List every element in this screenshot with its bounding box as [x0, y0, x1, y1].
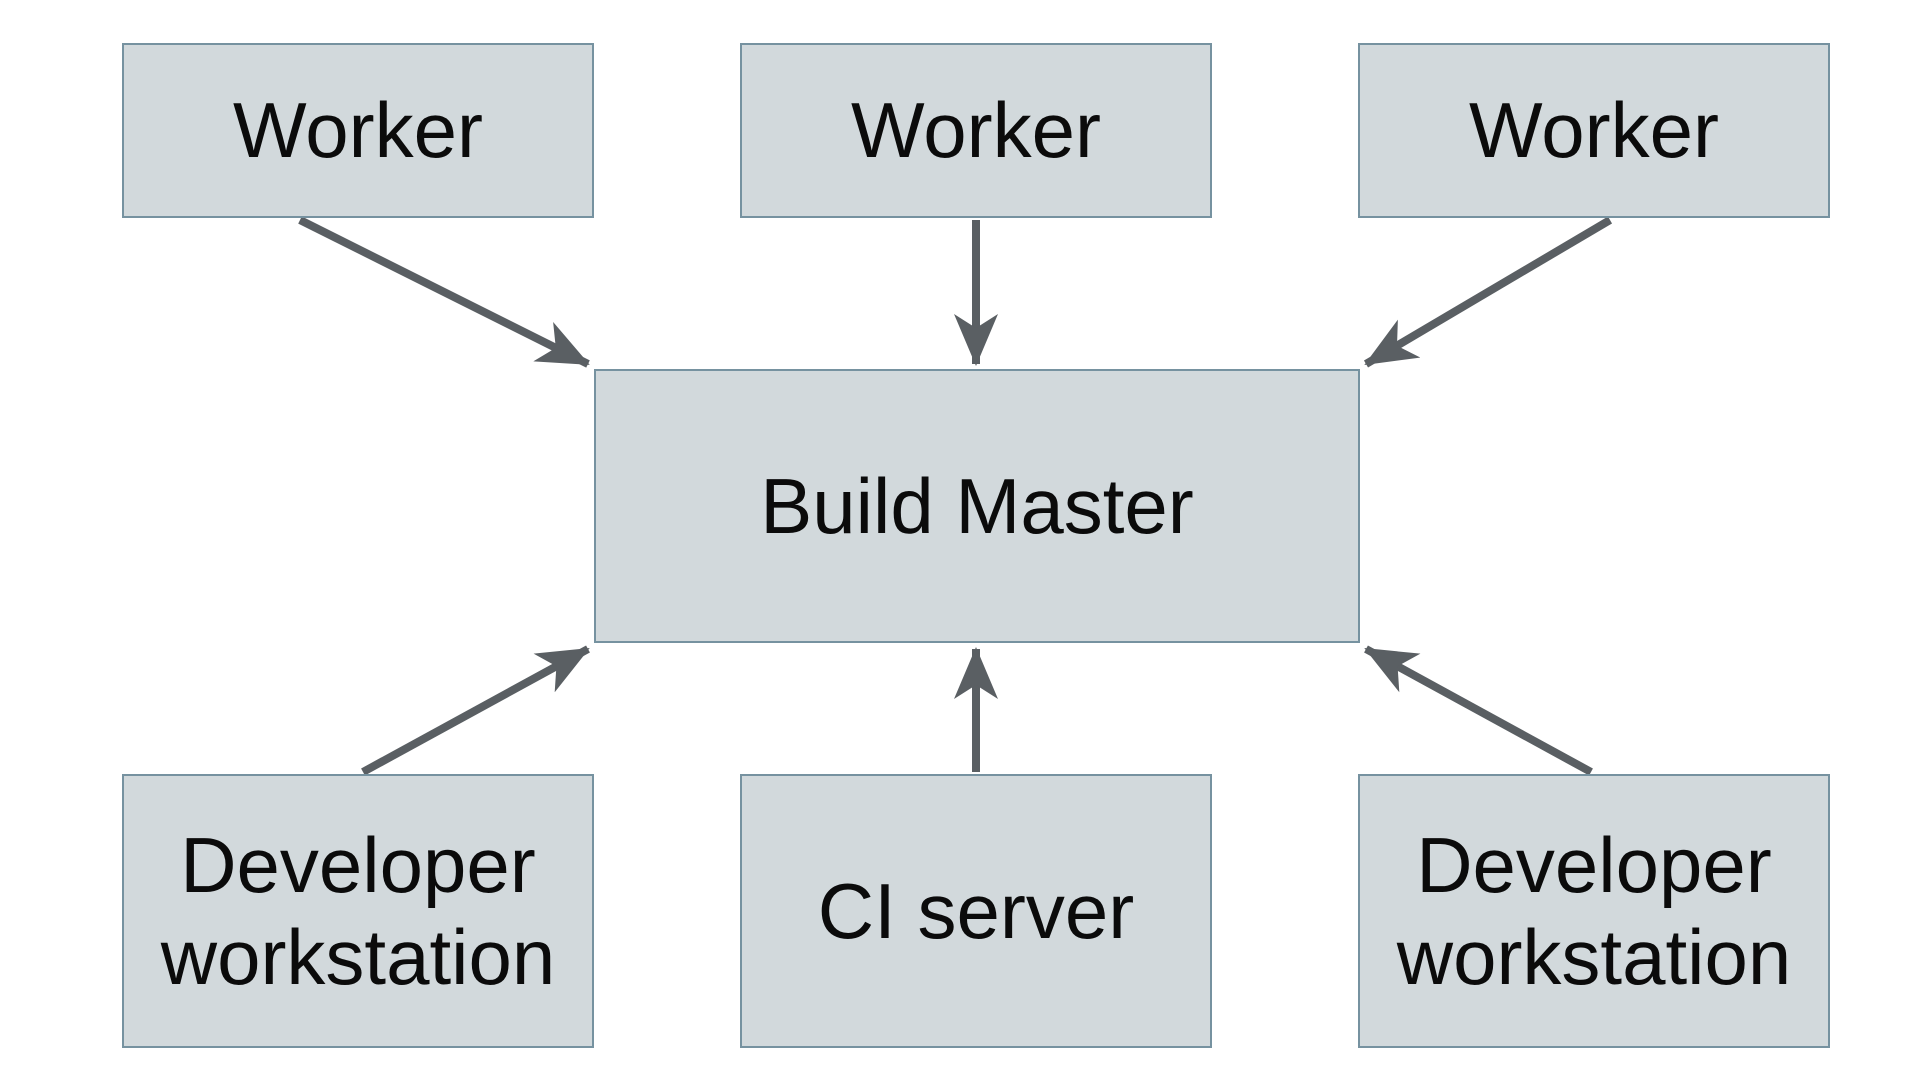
arrow-devworkstation2-to-buildmaster [1364, 645, 1593, 776]
node-developer-workstation-2: Developer workstation [1358, 774, 1830, 1048]
node-worker-2: Worker [740, 43, 1212, 218]
node-worker-1: Worker [122, 43, 594, 218]
node-ci-server-label: CI server [817, 866, 1135, 955]
node-worker-3-label: Worker [1469, 86, 1719, 175]
node-developer-workstation-2-label: Developer workstation [1396, 820, 1792, 1001]
arrow-devworkstation1-to-buildmaster [361, 645, 590, 776]
node-developer-workstation-1: Developer workstation [122, 774, 594, 1048]
node-worker-1-label: Worker [233, 86, 483, 175]
node-worker-2-label: Worker [851, 86, 1101, 175]
arrow-worker3-to-buildmaster [1363, 216, 1613, 368]
node-worker-3: Worker [1358, 43, 1830, 218]
node-ci-server: CI server [740, 774, 1212, 1048]
node-developer-workstation-1-label: Developer workstation [160, 820, 556, 1001]
node-build-master-label: Build Master [760, 461, 1194, 550]
node-build-master: Build Master [594, 369, 1360, 643]
arrow-worker1-to-buildmaster [298, 216, 590, 368]
